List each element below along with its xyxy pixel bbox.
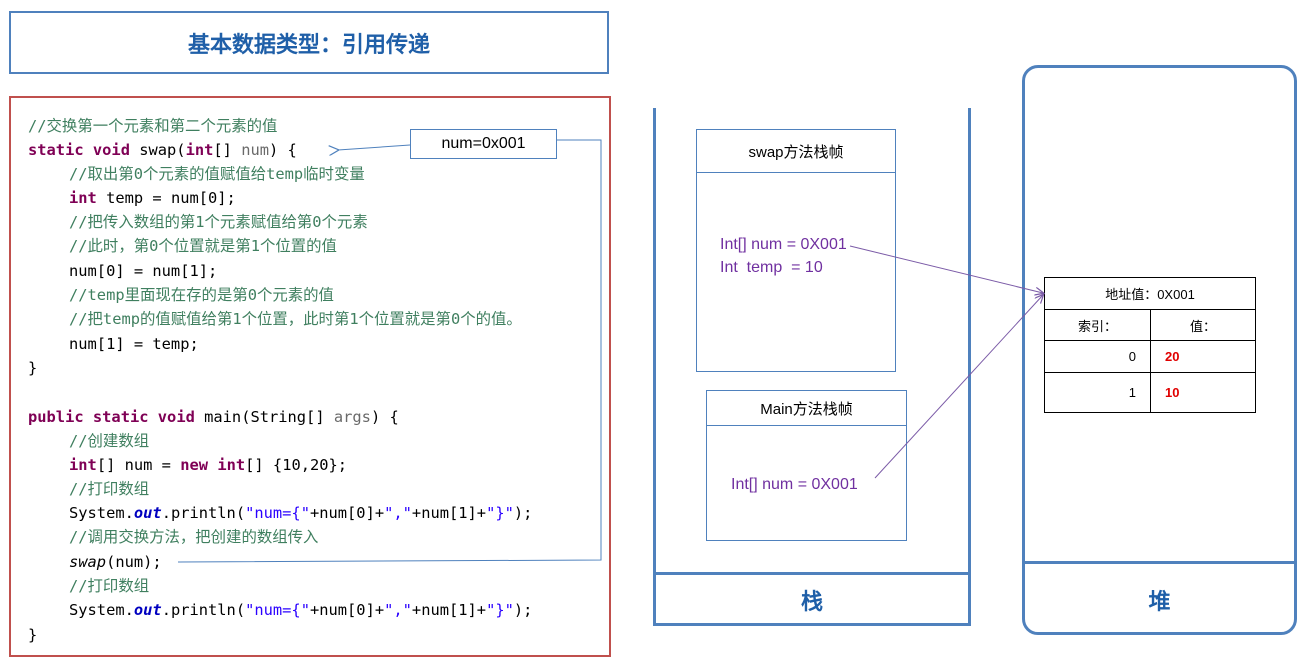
param-name: args bbox=[333, 408, 371, 426]
keyword: int bbox=[69, 456, 97, 474]
code-comment: //把temp的值赋值给第1个位置，此时第1个位置就是第0个的值。 bbox=[69, 310, 522, 328]
code-text: System. bbox=[69, 601, 134, 619]
code-text: .println( bbox=[161, 601, 246, 619]
code-panel bbox=[9, 96, 611, 657]
code-text: System. bbox=[69, 504, 134, 522]
stack-label: 栈 bbox=[800, 589, 823, 615]
main-signature: public static void main(String[] args) { bbox=[28, 407, 399, 427]
keyword: new bbox=[180, 456, 209, 474]
code-statement: System.out.println("num={"+num[0]+","+nu… bbox=[69, 503, 532, 523]
keyword: int bbox=[217, 456, 246, 474]
swap-frame-num: Int[] num = 0X001 bbox=[720, 236, 847, 253]
static-field: out bbox=[133, 504, 162, 522]
array-address: 地址值：0X001 bbox=[1045, 278, 1255, 310]
code-brace: } bbox=[28, 626, 38, 644]
heap-container bbox=[1022, 65, 1297, 635]
code-text: +num[0]+ bbox=[309, 504, 385, 522]
code-text: main(String[] bbox=[194, 408, 334, 426]
keyword: void bbox=[157, 408, 195, 426]
index-cell: 0 bbox=[1045, 341, 1151, 373]
swap-frame-temp: Int temp = 10 bbox=[720, 259, 823, 276]
swap-stack-frame: swap方法栈帧 Int[] num = 0X001 Int temp = 10 bbox=[696, 129, 896, 372]
page-title: 基本数据类型：引用传递 bbox=[9, 11, 609, 74]
code-statement: int temp = num[0]; bbox=[69, 188, 236, 208]
main-frame-title: Main方法栈帧 bbox=[707, 391, 906, 426]
code-comment: //交换第一个元素和第二个元素的值 bbox=[28, 117, 278, 135]
code-statement: System.out.println("num={"+num[0]+","+nu… bbox=[69, 600, 532, 620]
stack-divider bbox=[653, 572, 971, 575]
code-text: ); bbox=[513, 601, 533, 619]
code-comment: //打印数组 bbox=[69, 577, 150, 595]
string-literal: "num={" bbox=[245, 504, 310, 522]
value-header: 值： bbox=[1151, 310, 1255, 341]
code-statement: int[] num = new int[] {10,20}; bbox=[69, 455, 347, 475]
keyword: static bbox=[92, 408, 149, 426]
code-statement: swap(num); bbox=[69, 552, 162, 572]
num-callout: num=0x001 bbox=[410, 129, 557, 159]
value-cell: 20 bbox=[1151, 341, 1255, 373]
code-text: ) { bbox=[269, 141, 297, 159]
code-comment: //temp里面现在存的是第0个元素的值 bbox=[69, 286, 334, 304]
swap-frame-title: swap方法栈帧 bbox=[697, 130, 895, 173]
heap-divider bbox=[1023, 561, 1296, 564]
swap-frame-to-heap-arrow bbox=[849, 245, 1043, 293]
code-comment: //打印数组 bbox=[69, 480, 150, 498]
string-literal: "}" bbox=[486, 601, 514, 619]
index-cell: 1 bbox=[1045, 373, 1151, 412]
code-statement: num[1] = temp; bbox=[69, 335, 199, 353]
keyword: void bbox=[92, 141, 130, 159]
code-text: (num); bbox=[106, 553, 162, 571]
code-text: temp = num[0]; bbox=[96, 189, 236, 207]
code-text: +num[1]+ bbox=[411, 504, 487, 522]
code-comment: //把传入数组的第1个元素赋值给第0个元素 bbox=[69, 213, 368, 231]
code-comment: //调用交换方法，把创建的数组传入 bbox=[69, 528, 319, 546]
keyword: static bbox=[28, 141, 84, 159]
stack-right-wall bbox=[968, 108, 971, 626]
code-brace: } bbox=[28, 359, 38, 377]
stack-left-wall bbox=[653, 108, 656, 626]
code-text: +num[0]+ bbox=[309, 601, 385, 619]
index-header: 索引： bbox=[1045, 310, 1151, 341]
string-literal: "," bbox=[384, 601, 412, 619]
heap-label: 堆 bbox=[1148, 589, 1171, 615]
code-text: swap( bbox=[129, 141, 186, 159]
main-frame-to-heap-arrow bbox=[874, 295, 1043, 479]
static-field: out bbox=[133, 601, 162, 619]
code-text: ); bbox=[513, 504, 533, 522]
code-text: +num[1]+ bbox=[411, 601, 487, 619]
heap-array-table: 地址值：0X001 索引： 值： 0 20 1 10 bbox=[1044, 277, 1256, 413]
param-name: num bbox=[241, 141, 270, 159]
swap-signature: static void swap(int[] num) { bbox=[28, 140, 297, 160]
code-text: [] num = bbox=[96, 456, 181, 474]
code-text: .println( bbox=[161, 504, 246, 522]
string-literal: "," bbox=[384, 504, 412, 522]
string-literal: "}" bbox=[486, 504, 514, 522]
stack-bottom bbox=[653, 623, 971, 626]
string-literal: "num={" bbox=[245, 601, 310, 619]
callout-pointer-arrow bbox=[338, 144, 411, 150]
method-call: swap bbox=[69, 553, 107, 571]
main-stack-frame: Main方法栈帧 Int[] num = 0X001 bbox=[706, 390, 907, 541]
main-frame-num: Int[] num = 0X001 bbox=[731, 476, 858, 493]
keyword: int bbox=[69, 189, 97, 207]
keyword: int bbox=[185, 141, 214, 159]
code-text: [] {10,20}; bbox=[245, 456, 348, 474]
code-comment: //创建数组 bbox=[69, 432, 150, 450]
code-statement: num[0] = num[1]; bbox=[69, 262, 218, 280]
value-cell: 10 bbox=[1165, 385, 1180, 400]
code-comment: //取出第0个元素的值赋值给temp临时变量 bbox=[69, 165, 365, 183]
swap-call-connector bbox=[177, 139, 602, 563]
code-comment: //此时，第0个位置就是第1个位置的值 bbox=[69, 237, 337, 255]
code-text: [] bbox=[213, 141, 242, 159]
keyword: public bbox=[28, 408, 84, 426]
code-text: ) { bbox=[370, 408, 399, 426]
